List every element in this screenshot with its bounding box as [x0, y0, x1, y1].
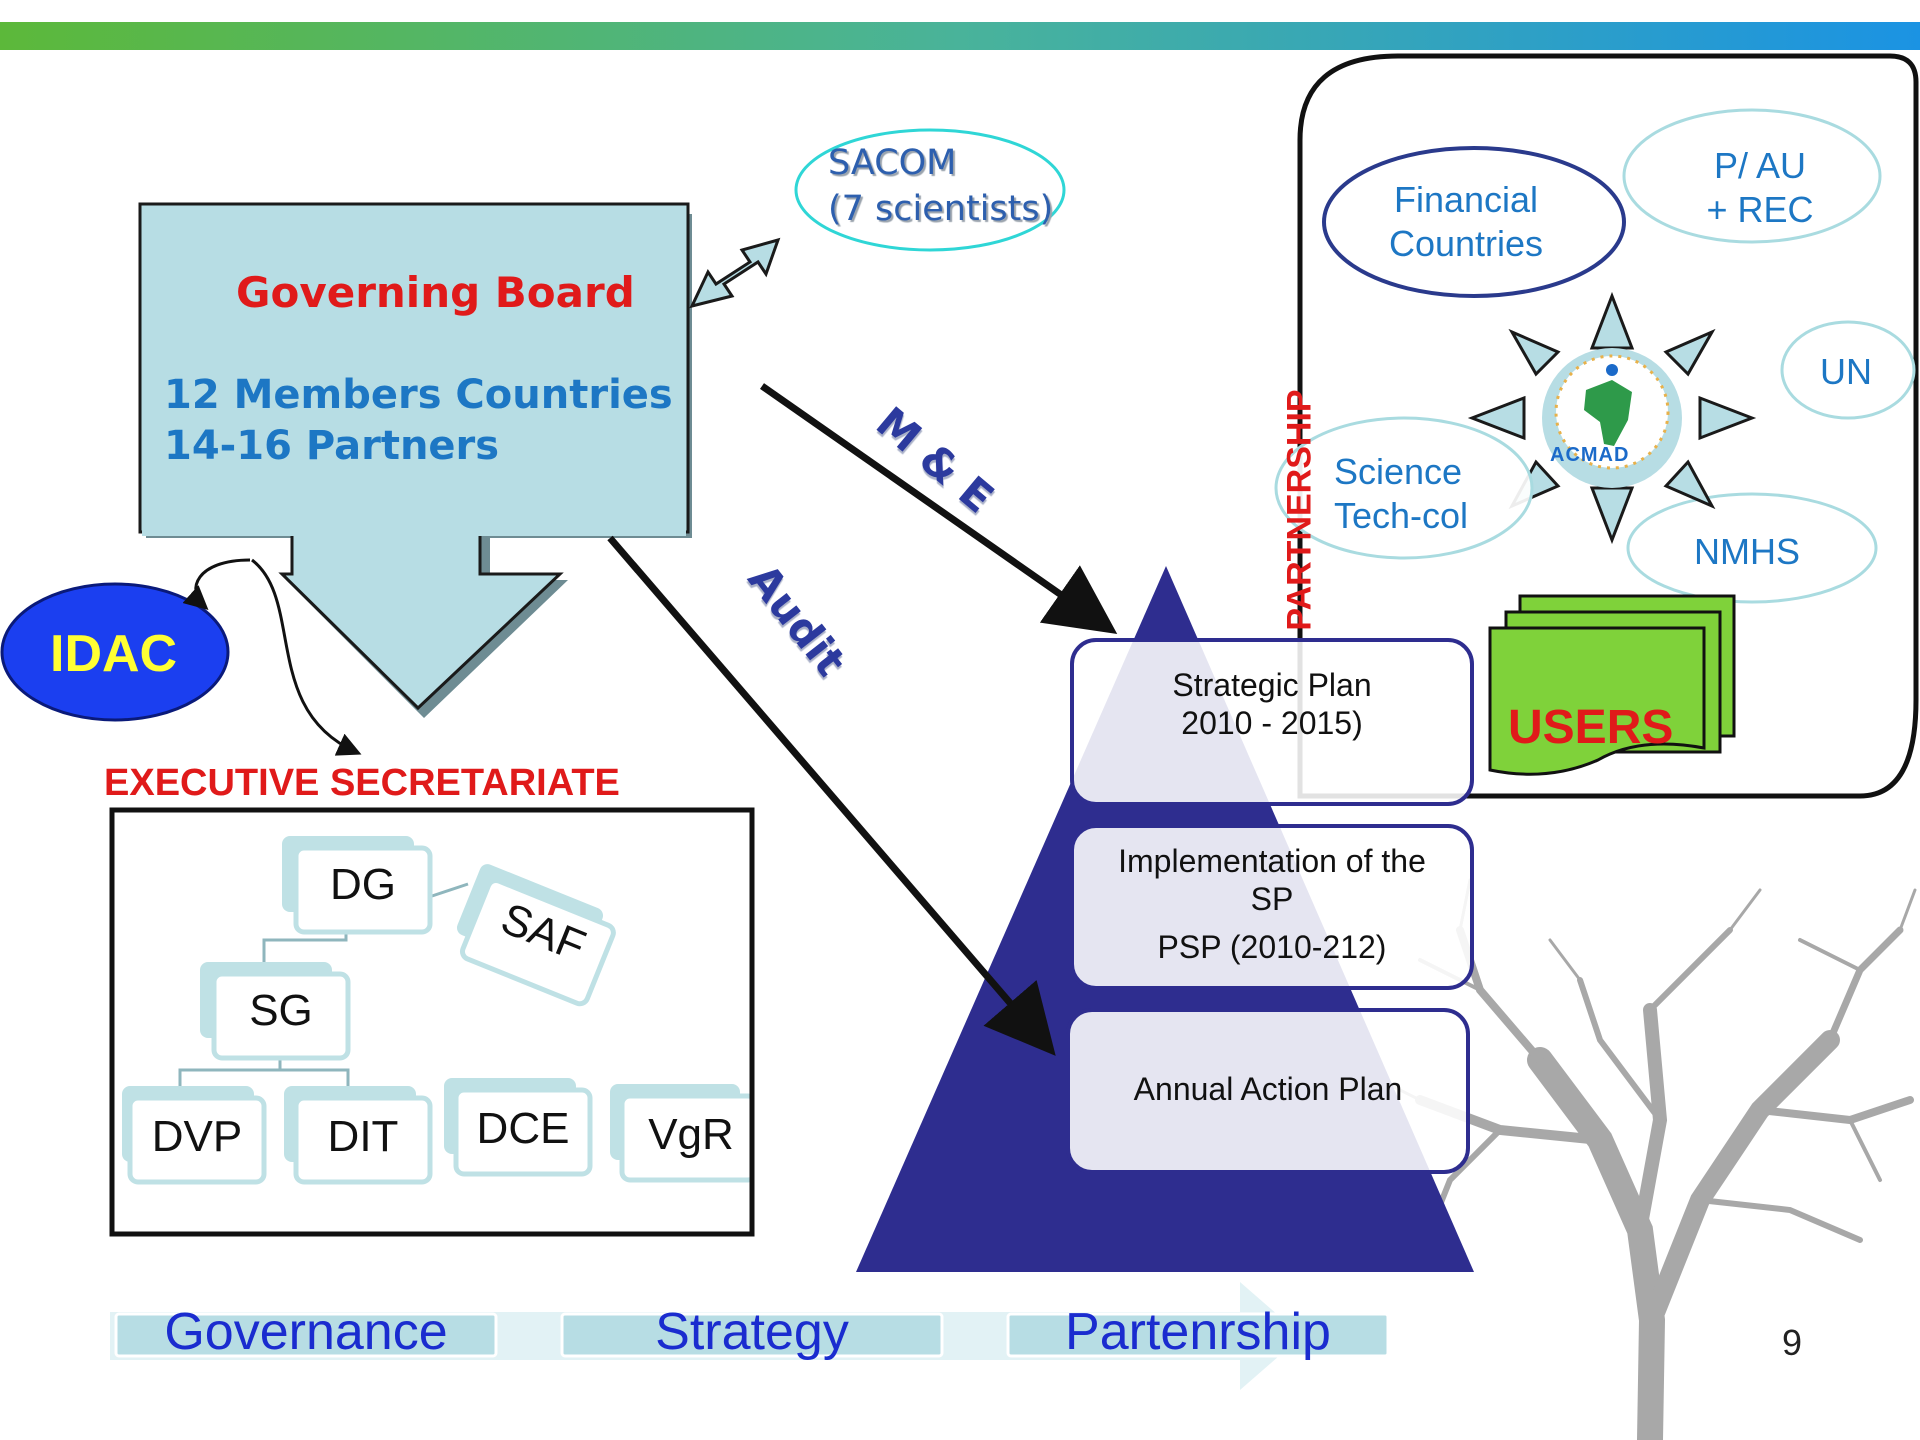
- sacom-oval: [794, 128, 1066, 252]
- pyramid-level-1-text: Strategic Plan 2010 - 2015): [1072, 666, 1472, 742]
- me-arrow: [759, 383, 1118, 635]
- governing-board-box: [138, 202, 690, 534]
- pyramid-level-3-text: Annual Action Plan: [1133, 1071, 1403, 1107]
- flow-label-strategy: Strategy: [655, 1303, 849, 1361]
- pyramid-level-1: [1070, 638, 1474, 806]
- governing-board-partners: 14-16 Partners: [164, 423, 500, 469]
- acmad-logo-text: ACMAD: [1550, 444, 1630, 466]
- org-dvp-label: DVP: [151, 1112, 243, 1161]
- strategic-plan-title: Strategic Plan: [1172, 667, 1372, 703]
- pau-line1: P/ AU: [1713, 145, 1807, 186]
- flow-label-partnership: Partenrship: [1065, 1303, 1331, 1361]
- idac-label: IDAC: [50, 625, 178, 683]
- pau-rec-text: P/ AU + REC: [1690, 144, 1830, 232]
- pyramid-level-2: [1070, 824, 1474, 990]
- idac-connector: [182, 558, 251, 610]
- page-number: 9: [1782, 1322, 1803, 1363]
- sacom-detail: (7 scientists): [828, 189, 1054, 229]
- audit-arrow: [607, 535, 1056, 1056]
- org-box-dit: [284, 1086, 433, 1185]
- org-box-dvp: [122, 1086, 267, 1185]
- flow-box-strategy: [560, 1312, 944, 1358]
- implementation-psp: PSP (2010-212): [1157, 929, 1387, 965]
- idac-oval: [0, 582, 230, 722]
- acmad-logo: [1467, 291, 1757, 545]
- science-line1: Science: [1334, 451, 1463, 492]
- sacom-label: SACOM (7 scientists): [828, 140, 1053, 232]
- org-box-dce: [444, 1078, 593, 1177]
- pyramid-level-2-text: Implementation of the SP PSP (2010-212): [1072, 842, 1472, 966]
- financial-line2: Countries: [1388, 223, 1544, 264]
- org-box-vgr: [610, 1084, 759, 1183]
- strategic-plan-period: 2010 - 2015): [1181, 705, 1363, 741]
- governing-board-down-arrow: [278, 530, 564, 711]
- un-text: UN: [1820, 351, 1872, 392]
- org-dg-label: DG: [330, 860, 396, 909]
- org-dit-label: DIT: [327, 1112, 399, 1161]
- org-vgr-label: VgR: [648, 1110, 734, 1159]
- org-box-dg: [282, 836, 433, 935]
- executive-secretariat-title: EXECUTIVE SECRETARIATE: [104, 762, 620, 804]
- financial-countries-text: Financial Countries: [1386, 178, 1546, 266]
- pau-line2: + REC: [1706, 189, 1814, 230]
- nmhs-text: NMHS: [1694, 531, 1800, 572]
- exec-connector: [251, 558, 362, 756]
- implementation-title: Implementation of the: [1118, 843, 1426, 879]
- pyramid-level-3: [1066, 1008, 1470, 1174]
- financial-line1: Financial: [1393, 179, 1539, 220]
- oval-science-techcol: [1274, 416, 1534, 560]
- governing-board-title: Governing Board: [236, 268, 635, 317]
- implementation-sp: SP: [1250, 881, 1294, 917]
- oval-financial-countries: [1322, 146, 1626, 298]
- flow-box-partnership: [1006, 1312, 1390, 1358]
- oval-un: [1780, 320, 1916, 420]
- flow-box-governance: [114, 1312, 498, 1358]
- science-line2: Tech-col: [1334, 495, 1469, 536]
- users-label: USERS: [1508, 701, 1674, 754]
- partnership-label: PARTNERSHIP: [1280, 389, 1319, 631]
- org-box-saf: [456, 864, 616, 1007]
- sacom-double-arrow: [689, 237, 781, 309]
- science-techcol-text: Science Tech-col: [1334, 450, 1468, 538]
- sacom-name: SACOM: [828, 143, 957, 183]
- governing-board-members: 12 Members Countries: [164, 372, 673, 418]
- org-sg-label: SG: [249, 986, 313, 1035]
- org-dce-label: DCE: [476, 1104, 570, 1153]
- users-document-stack: [1488, 594, 1736, 776]
- top-gradient-bar: [0, 22, 1920, 50]
- oval-pau-rec: [1622, 108, 1882, 244]
- org-box-sg: [200, 962, 351, 1061]
- flow-label-governance: Governance: [164, 1303, 448, 1361]
- oval-nmhs: [1626, 492, 1878, 604]
